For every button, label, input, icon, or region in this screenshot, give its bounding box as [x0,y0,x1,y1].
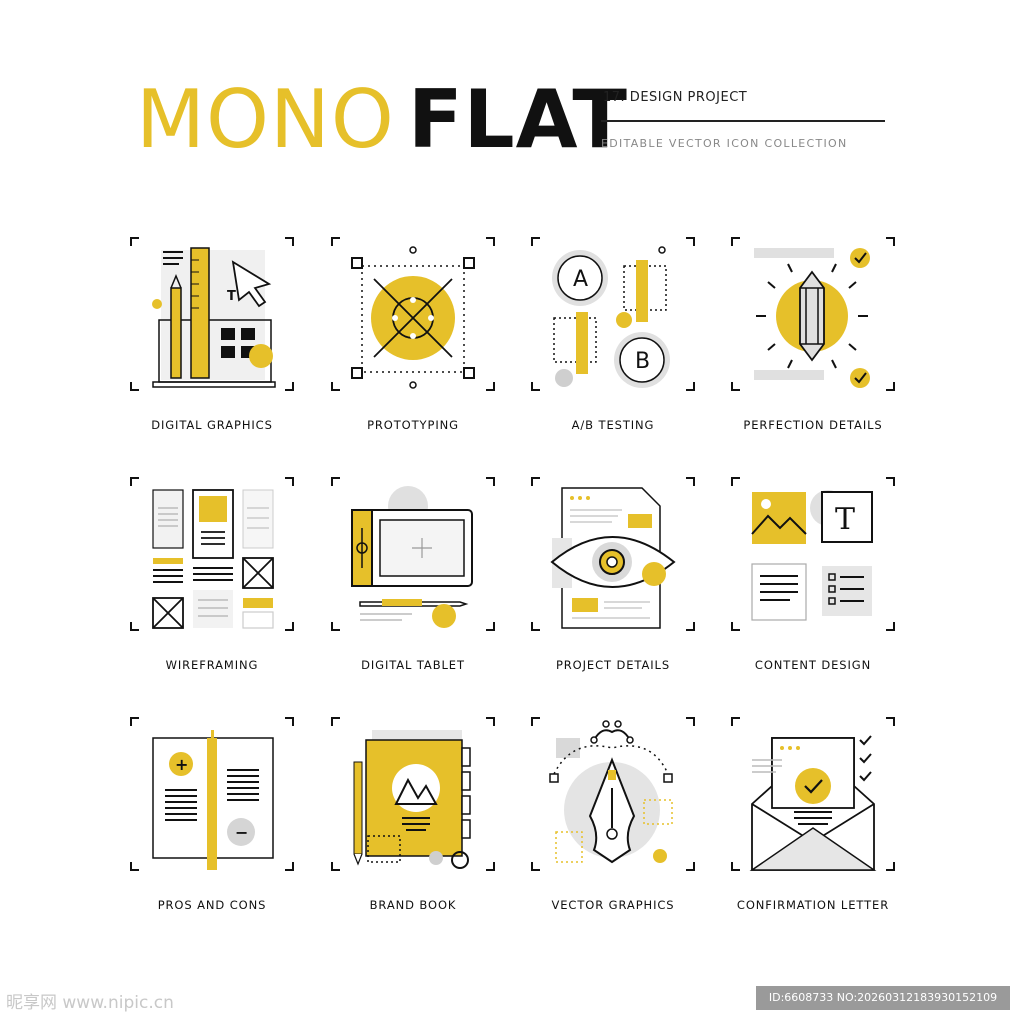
digital-graphics-icon: T [130,237,294,391]
minus-glyph: − [235,823,248,842]
subtitle-divider [601,120,885,122]
project-details-icon [531,477,695,631]
label-pros-and-cons: PROS AND CONS [157,898,267,912]
variant-a-glyph: A [573,267,588,292]
content-design-icon: T [731,477,895,631]
label-perfection-details: PERFECTION DETAILS [743,418,883,432]
brand-word-mono: MONO [136,73,395,166]
tagline: EDITABLE VECTOR ICON COLLECTION [601,137,848,150]
prototyping-icon [331,237,495,391]
text-tool-glyph: T [227,289,236,304]
label-confirmation-letter: CONFIRMATION LETTER [736,898,890,912]
text-tool-glyph-2: T [835,502,855,537]
ab-testing-icon: A B [531,237,695,391]
label-project-details: PROJECT DETAILS [555,658,671,672]
brand-book-icon [331,717,495,871]
vector-graphics-icon [531,717,695,871]
digital-tablet-icon [331,477,495,631]
label-digital-tablet: DIGITAL TABLET [361,658,465,672]
label-vector-graphics: VECTOR GRAPHICS [551,898,675,912]
label-prototyping: PROTOTYPING [367,418,459,432]
plus-glyph: + [175,755,188,774]
label-wireframing: WIREFRAMING [165,658,259,672]
confirmation-letter-icon [731,717,895,871]
subtitle: 17. DESIGN PROJECT [603,90,748,105]
label-brand-book: BRAND BOOK [369,898,457,912]
watermark-site: 昵享网 www.nipic.cn [6,993,174,1013]
label-digital-graphics: DIGITAL GRAPHICS [151,418,273,432]
variant-b-glyph: B [635,349,650,374]
label-content-design: CONTENT DESIGN [754,658,872,672]
brand-word-flat: FLAT [408,73,628,166]
pros-and-cons-icon: + − [130,717,294,871]
wireframing-icon [130,477,294,631]
perfection-details-icon [731,237,895,391]
watermark-id: ID:6608733 NO:20260312183930152109 [756,986,1010,1010]
label-ab-testing: A/B TESTING [571,418,655,432]
